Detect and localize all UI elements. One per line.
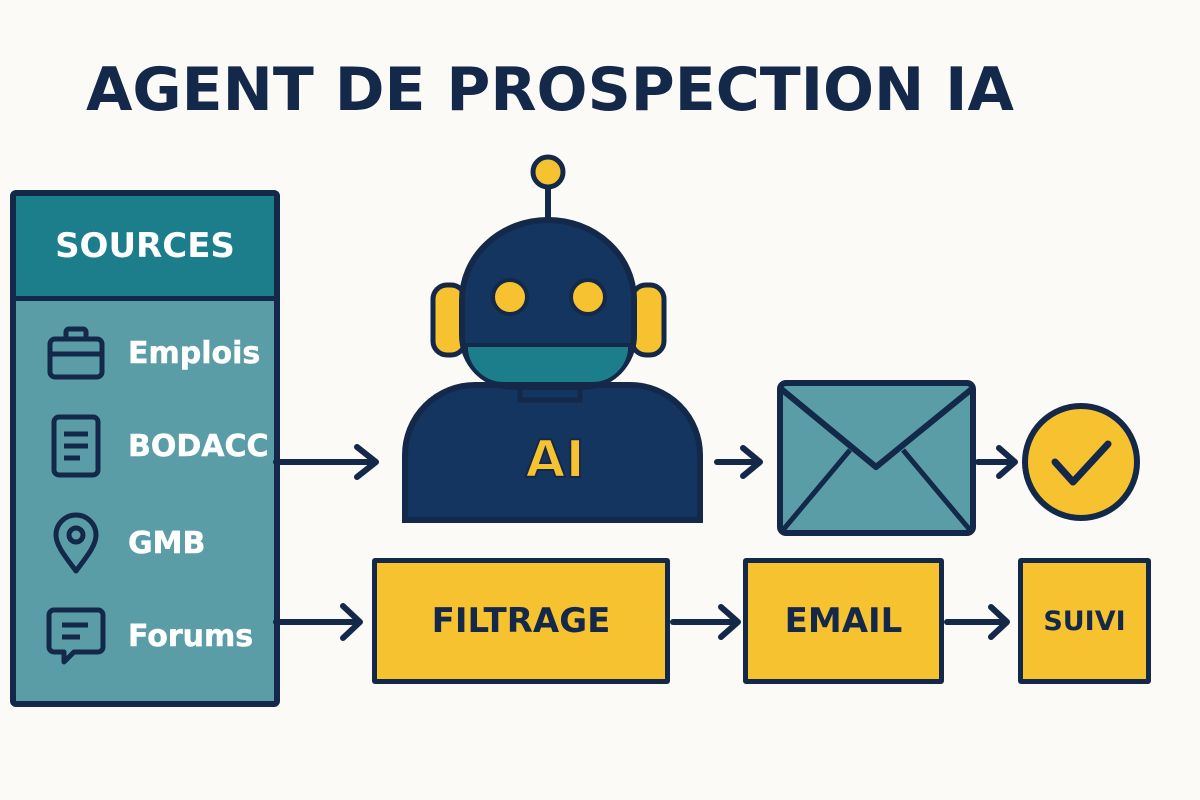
document-icon bbox=[51, 414, 101, 478]
check-circle-icon bbox=[1022, 403, 1140, 521]
step-suivi-box: SUIVI bbox=[1018, 558, 1151, 684]
map-pin-icon bbox=[53, 512, 99, 574]
source-item-forums: Forums bbox=[44, 604, 253, 668]
source-label: GMB bbox=[128, 525, 206, 561]
chat-bubble-icon bbox=[46, 607, 106, 665]
arrow-filtrage-to-email bbox=[670, 604, 741, 640]
source-item-emplois: Emplois bbox=[44, 321, 261, 385]
briefcase-icon bbox=[47, 326, 105, 380]
robot-ai-badge: AI bbox=[524, 429, 586, 491]
page-title: AGENT DE PROSPECTION IA bbox=[86, 55, 1014, 125]
sources-panel: SOURCES Emplois BODACC GMB Forums bbox=[10, 190, 280, 707]
robot-icon bbox=[402, 154, 703, 523]
arrow-robot-to-email bbox=[714, 445, 763, 479]
source-label: Emplois bbox=[128, 335, 261, 371]
arrow-sources-to-filtrage bbox=[273, 603, 363, 641]
arrow-email-to-check bbox=[975, 445, 1018, 479]
step-filtrage-box: FILTRAGE bbox=[372, 558, 670, 684]
source-item-gmb: GMB bbox=[44, 511, 206, 575]
source-label: BODACC bbox=[128, 428, 269, 464]
source-item-bodacc: BODACC bbox=[44, 414, 269, 478]
arrow-sources-to-robot bbox=[273, 444, 379, 480]
arrow-email-to-suivi bbox=[944, 604, 1010, 640]
envelope-icon bbox=[777, 380, 976, 536]
step-email-box: EMAIL bbox=[743, 558, 944, 684]
source-label: Forums bbox=[128, 618, 254, 654]
sources-header: SOURCES bbox=[16, 196, 274, 301]
